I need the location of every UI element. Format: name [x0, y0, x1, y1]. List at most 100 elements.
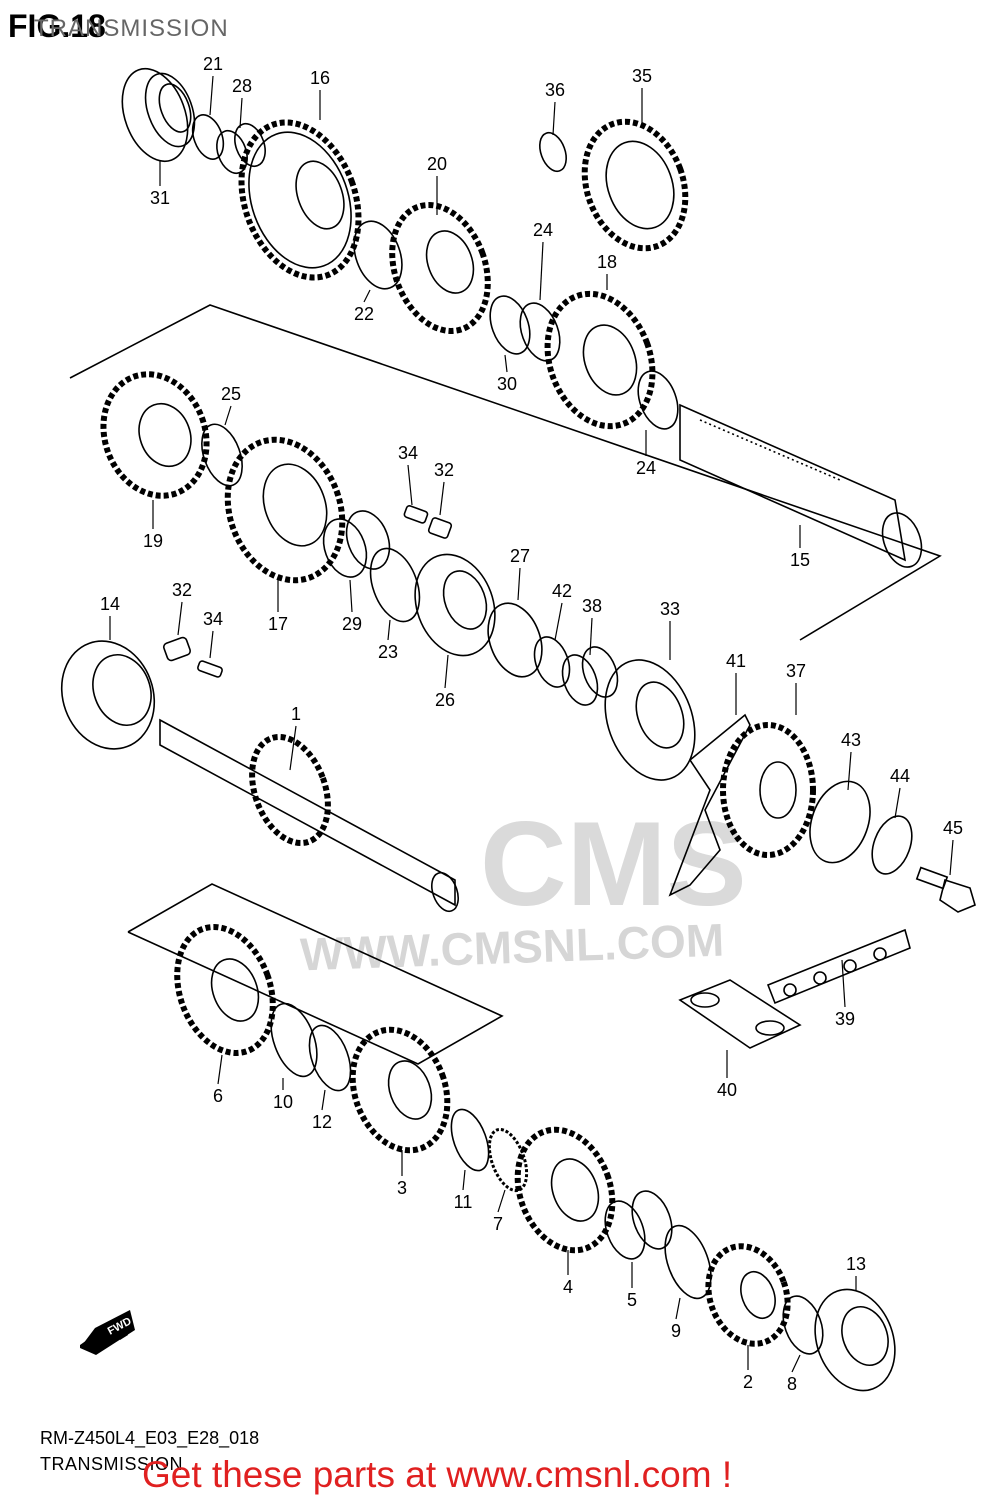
- circlip-12-shape: [308, 1024, 352, 1092]
- washer-8-shape: [782, 1295, 824, 1355]
- part-callout-14[interactable]: 14: [100, 594, 120, 614]
- washer-36-shape: [539, 131, 567, 173]
- leader-line-27: [517, 567, 521, 601]
- leader-line-25: [224, 405, 232, 426]
- washer-10-shape: [270, 1002, 318, 1078]
- part-callout-45[interactable]: 45: [943, 818, 963, 838]
- part-callout-6[interactable]: 6: [213, 1086, 223, 1106]
- part-callout-33[interactable]: 33: [660, 599, 680, 619]
- part-callout-13[interactable]: 13: [846, 1254, 866, 1274]
- gear-3-shape: [349, 1026, 451, 1154]
- washer-44-shape: [871, 815, 913, 875]
- leader-line-9: [675, 1297, 681, 1320]
- leader-line-1: [289, 725, 297, 771]
- part-callout-2[interactable]: 2: [743, 1372, 753, 1392]
- circlip-30-shape: [489, 295, 531, 355]
- washer-24-lower-shape: [637, 370, 679, 430]
- part-callout-41[interactable]: 41: [726, 651, 746, 671]
- part-callout-12[interactable]: 12: [312, 1112, 332, 1132]
- bolt-45-shape: [915, 866, 976, 913]
- promo-link[interactable]: Get these parts at www.cmsnl.com !: [142, 1454, 733, 1495]
- washer-25-shape: [201, 423, 243, 487]
- leader-line-38: [589, 617, 593, 656]
- part-callout-22[interactable]: 22: [354, 304, 374, 324]
- leader-line-34: [407, 464, 413, 506]
- part-callout-43[interactable]: 43: [841, 730, 861, 750]
- part-callout-25[interactable]: 25: [221, 384, 241, 404]
- bearing-31-shape: [121, 67, 196, 163]
- leader-line-28: [239, 97, 243, 129]
- chain-39-shape: [766, 928, 911, 1005]
- leader-line-30: [504, 354, 508, 373]
- part-callout-28[interactable]: 28: [232, 76, 252, 96]
- part-callout-20[interactable]: 20: [427, 154, 447, 174]
- part-callout-35[interactable]: 35: [632, 66, 652, 86]
- part-callout-21[interactable]: 21: [203, 54, 223, 74]
- part-callout-5[interactable]: 5: [627, 1290, 637, 1310]
- figure-title: TRANSMISSION: [34, 15, 229, 42]
- part-callout-34[interactable]: 34: [203, 609, 223, 629]
- leader-line-29: [349, 579, 353, 613]
- leader-line-34: [209, 630, 214, 659]
- circlip-21-shape: [191, 114, 225, 160]
- driveshaft-1-shape: [159, 718, 459, 913]
- leader-line-32: [177, 601, 183, 636]
- needle-bearing-5-shape: [604, 1190, 673, 1260]
- part-callout-1[interactable]: 1: [291, 704, 301, 724]
- bearing-13-shape: [814, 1288, 896, 1392]
- gear-6-shape: [174, 924, 276, 1056]
- part-callout-9[interactable]: 9: [671, 1321, 681, 1341]
- leader-line-24: [539, 241, 544, 301]
- part-callout-15[interactable]: 15: [790, 550, 810, 570]
- part-callout-40[interactable]: 40: [717, 1080, 737, 1100]
- gear-19-shape: [100, 371, 210, 499]
- leader-line-36: [552, 101, 556, 136]
- part-callout-38[interactable]: 38: [582, 596, 602, 616]
- part-callout-34[interactable]: 34: [398, 443, 418, 463]
- leader-line-22: [363, 289, 371, 303]
- part-callout-44[interactable]: 44: [890, 766, 910, 786]
- part-callout-3[interactable]: 3: [397, 1178, 407, 1198]
- washer-23-shape: [369, 547, 421, 623]
- screw-34-lower-shape: [197, 660, 223, 678]
- part-callout-42[interactable]: 42: [552, 581, 572, 601]
- part-callout-27[interactable]: 27: [510, 546, 530, 566]
- leader-line-6: [217, 1054, 223, 1085]
- part-callout-16[interactable]: 16: [310, 68, 330, 88]
- part-callout-32[interactable]: 32: [172, 580, 192, 600]
- part-callout-8[interactable]: 8: [787, 1374, 797, 1394]
- gear-18-shape: [544, 290, 656, 430]
- part-callout-18[interactable]: 18: [597, 252, 617, 272]
- washer-7-shape: [487, 1127, 529, 1193]
- part-callout-23[interactable]: 23: [378, 642, 398, 662]
- part-callout-36[interactable]: 36: [545, 80, 565, 100]
- part-callout-37[interactable]: 37: [786, 661, 806, 681]
- part-callout-11[interactable]: 11: [454, 1192, 473, 1212]
- bearing-14-shape: [60, 640, 156, 750]
- part-callout-24[interactable]: 24: [533, 220, 553, 240]
- part-callout-19[interactable]: 19: [143, 531, 163, 551]
- part-callout-24[interactable]: 24: [636, 458, 656, 478]
- leader-line-42: [554, 602, 563, 641]
- part-callout-17[interactable]: 17: [268, 614, 288, 634]
- leader-line-43: [847, 751, 852, 791]
- sprocket-37-shape: [720, 722, 816, 858]
- part-callout-30[interactable]: 30: [497, 374, 517, 394]
- part-callout-10[interactable]: 10: [273, 1092, 293, 1112]
- part-callout-29[interactable]: 29: [342, 614, 362, 634]
- part-callout-32[interactable]: 32: [434, 460, 454, 480]
- leader-line-23: [387, 619, 391, 641]
- part-callout-31[interactable]: 31: [150, 188, 170, 208]
- part-callout-7[interactable]: 7: [493, 1214, 503, 1234]
- leader-line-21: [209, 75, 214, 116]
- washer-9-shape: [664, 1224, 712, 1300]
- washer-43-shape: [809, 780, 871, 864]
- leader-line-32: [439, 481, 445, 516]
- part-callout-39[interactable]: 39: [835, 1009, 855, 1029]
- gear-17-shape: [224, 436, 346, 584]
- gear-20-shape: [389, 202, 491, 334]
- part-callout-4[interactable]: 4: [563, 1277, 573, 1297]
- part-callout-26[interactable]: 26: [435, 690, 455, 710]
